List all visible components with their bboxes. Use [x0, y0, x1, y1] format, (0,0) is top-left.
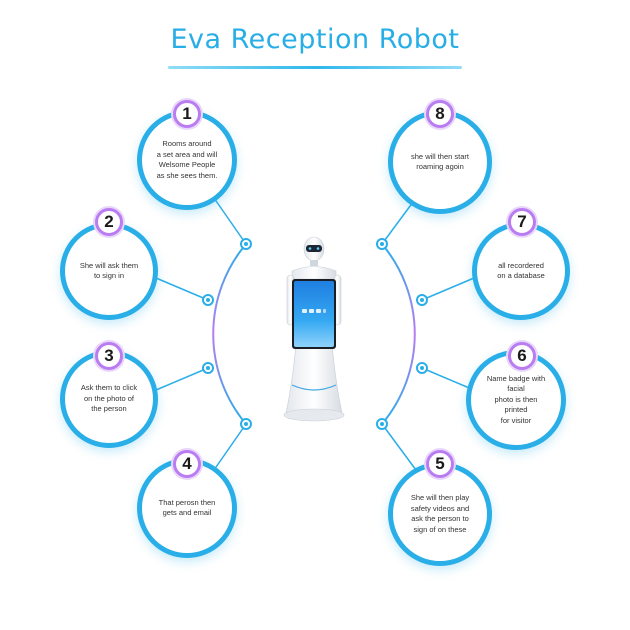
step-1-badge: 1 [173, 100, 201, 128]
step-2-number: 2 [104, 212, 114, 231]
connector-3 [155, 367, 209, 391]
connector-5 [381, 423, 417, 471]
step-5-badge: 5 [426, 450, 454, 478]
step-1-number: 1 [182, 104, 192, 123]
robot-illustration [283, 236, 345, 422]
step-7-circle: all recordered on a database [472, 222, 570, 320]
step-3-number: 3 [104, 346, 114, 365]
connector-8 [381, 197, 417, 245]
step-4-number: 4 [182, 454, 192, 473]
step-7-text: all recordered on a database [497, 260, 545, 281]
step-6-text: Name badge with facial photo is then pri… [486, 373, 546, 425]
step-7-number: 7 [517, 212, 527, 231]
robot-visor [306, 245, 322, 252]
step-7-badge: 7 [508, 208, 536, 236]
step-2-circle: She will ask them to sign in [60, 222, 158, 320]
step-8-number: 8 [435, 104, 445, 123]
connector-7 [421, 277, 475, 301]
step-6-number: 6 [517, 346, 527, 365]
step-4-badge: 4 [173, 450, 201, 478]
connector-6 [421, 367, 475, 391]
right-arc [381, 243, 416, 425]
robot-body [285, 344, 343, 414]
step-2-text: She will ask them to sign in [79, 260, 139, 281]
step-3-text: Ask them to click on the photo of the pe… [80, 383, 138, 414]
step-5-text: She will then play safety videos and ask… [410, 493, 470, 534]
step-5-circle: She will then play safety videos and ask… [388, 462, 492, 566]
left-arc [212, 243, 247, 425]
title-underline [168, 66, 462, 69]
robot-screen [294, 281, 334, 347]
connector-2 [155, 277, 209, 301]
connector-4 [213, 423, 247, 471]
robot-shoulders [291, 266, 337, 280]
step-6-badge: 6 [508, 342, 536, 370]
step-8-text: she will then start roaming agoin [411, 151, 469, 172]
step-5-number: 5 [435, 454, 445, 473]
step-1-text: Rooms around a set area and will Welsome… [156, 139, 218, 180]
step-8-badge: 8 [426, 100, 454, 128]
step-2-badge: 2 [95, 208, 123, 236]
step-3-badge: 3 [95, 342, 123, 370]
page-title: Eva Reception Robot [170, 24, 460, 55]
step-4-text: That perosn then gets and email [158, 497, 216, 518]
connector-1 [213, 197, 247, 245]
